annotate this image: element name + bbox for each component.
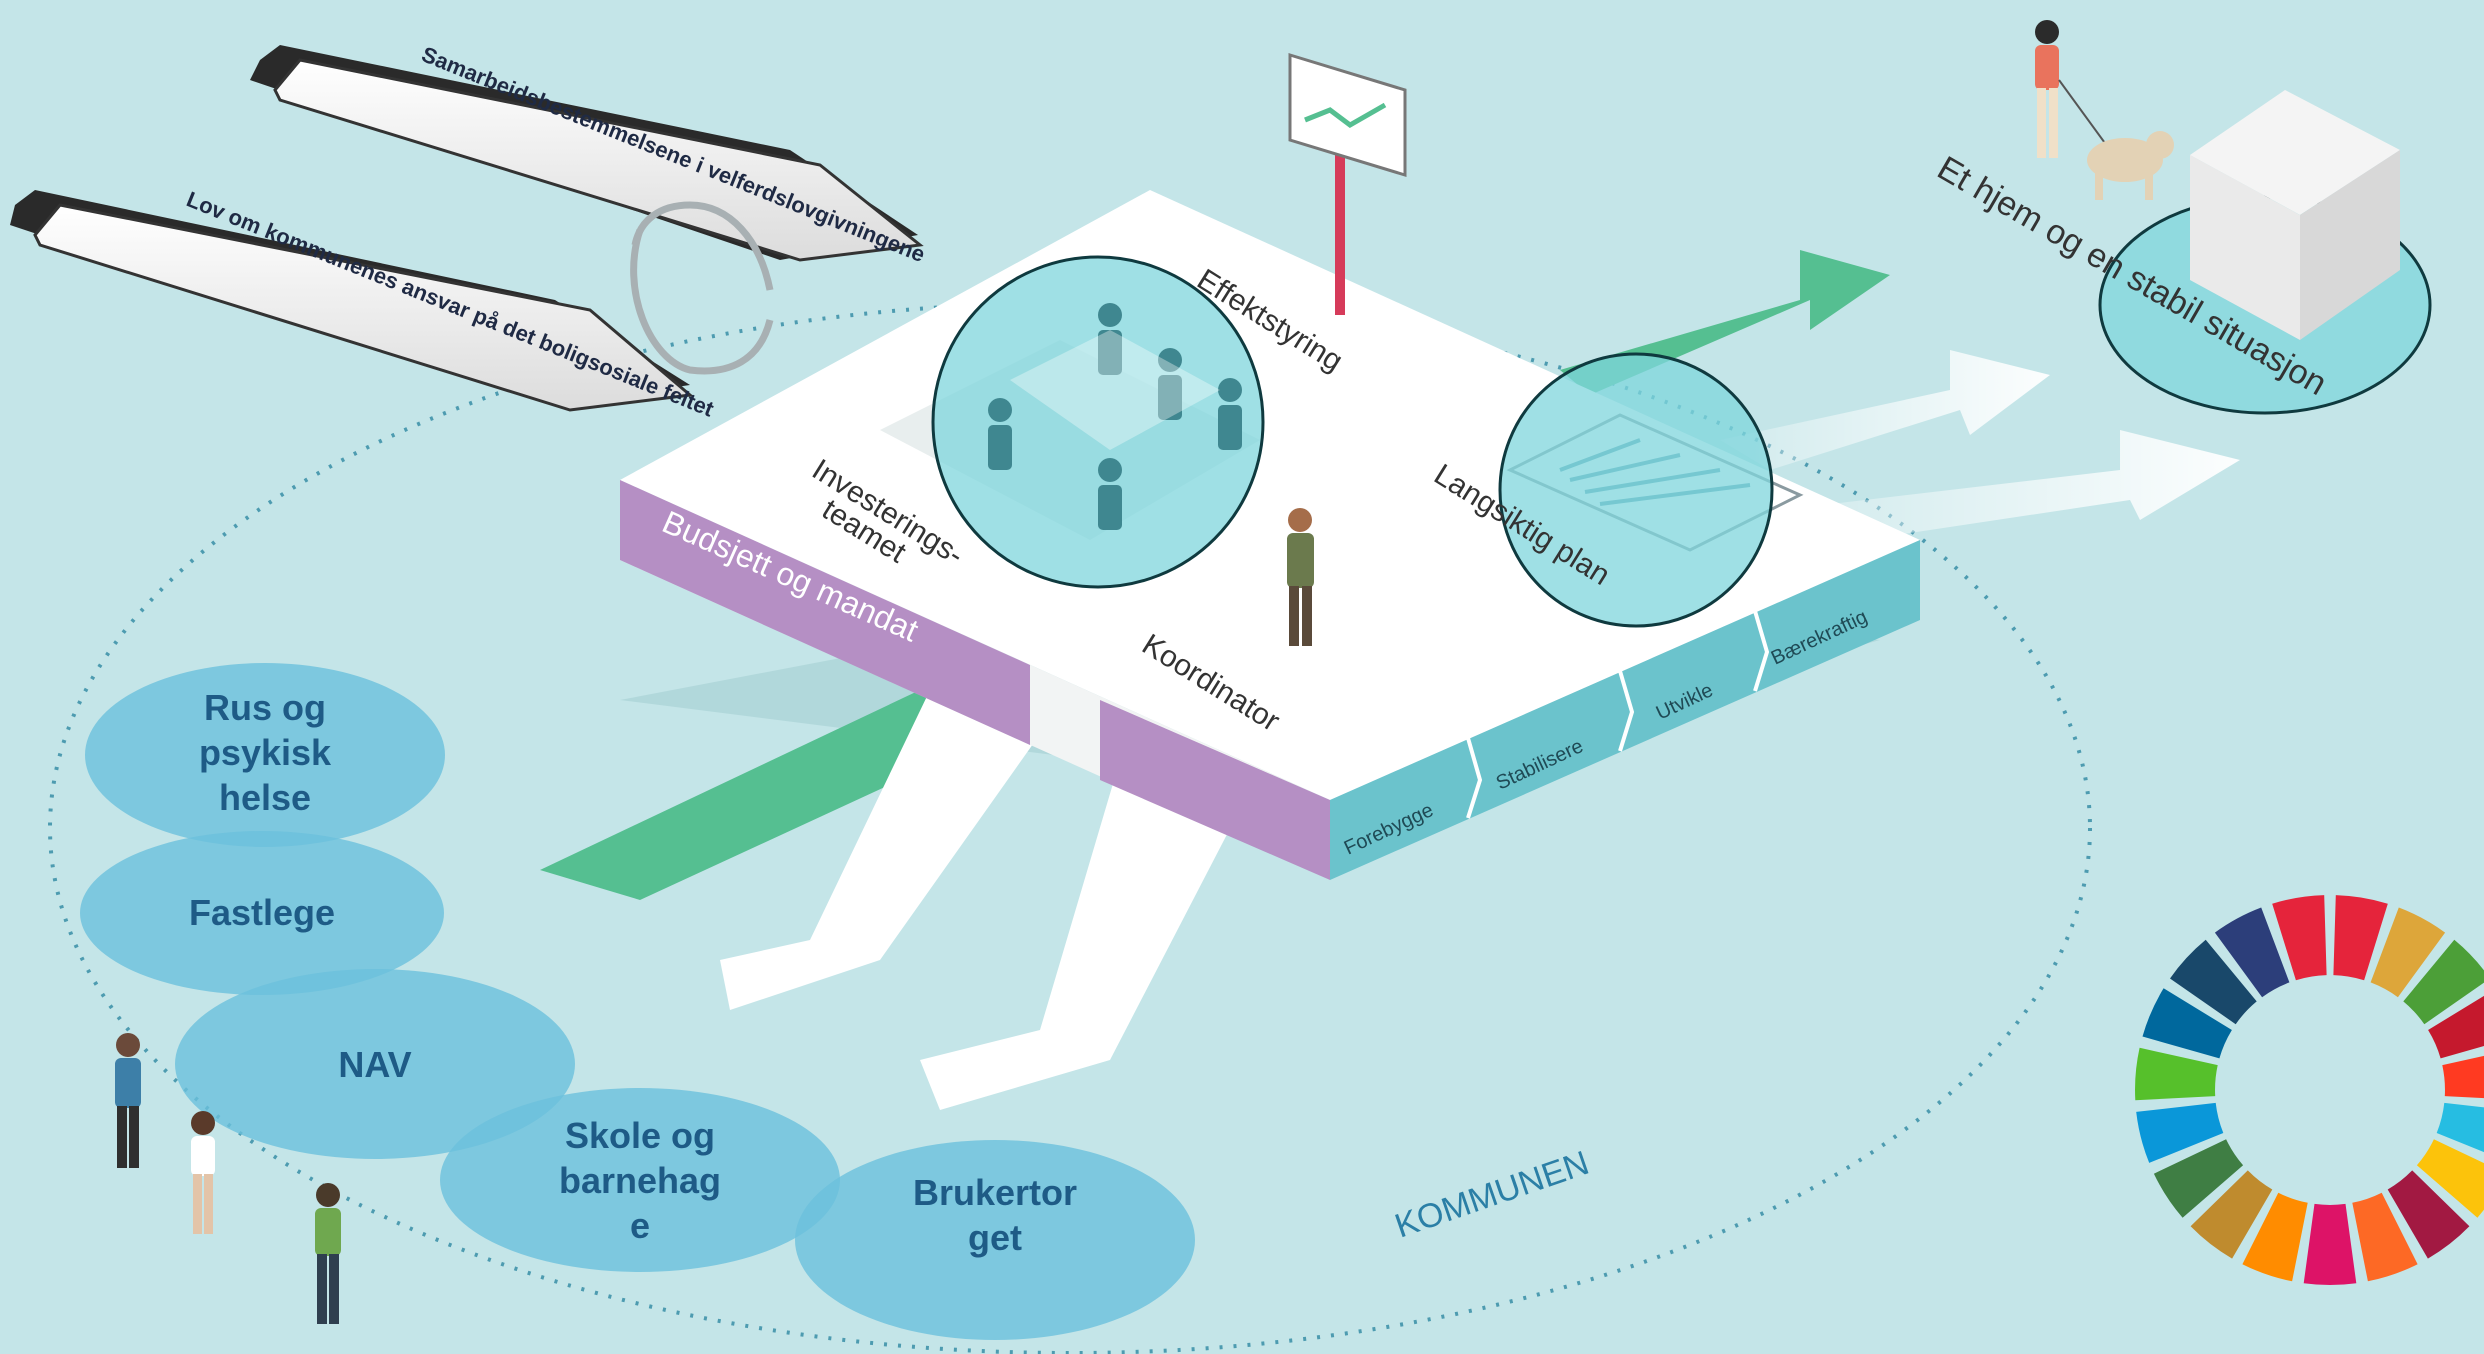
service-bubbles xyxy=(80,663,1195,1340)
bubble-brukertorget-line2: get xyxy=(968,1217,1022,1258)
residents-icon xyxy=(115,1033,341,1324)
bubble-skole-line3: e xyxy=(630,1205,650,1246)
bubble-rus-line3: helse xyxy=(219,777,311,818)
sdg-segment xyxy=(2333,895,2388,981)
sdg-segment xyxy=(2442,1055,2484,1099)
sdg-segment xyxy=(2214,907,2290,998)
highlight-circle-plan xyxy=(1498,352,1774,628)
bubble-fastlege xyxy=(80,831,444,995)
sdg-segment xyxy=(2436,1102,2484,1153)
bubble-skole-line2: barnehag xyxy=(559,1160,721,1201)
sdg-segment xyxy=(2370,907,2446,998)
ramp-right xyxy=(920,760,1250,1110)
step-chevrons xyxy=(1466,610,1770,819)
white-arrow-lower xyxy=(1780,430,2240,545)
sdg-wheel-icon xyxy=(2135,895,2484,1285)
person-with-dog-icon xyxy=(2035,20,2174,200)
coordinator-person-icon xyxy=(1287,508,1314,646)
sdg-segment xyxy=(2190,1170,2273,1259)
sdg-segment xyxy=(2135,1047,2218,1101)
people-icon xyxy=(988,303,1242,530)
bubble-brukertorget xyxy=(795,1140,1195,1340)
sign-top xyxy=(250,45,924,262)
bubble-skole-line1: Skole og xyxy=(565,1115,715,1156)
bubble-rus-line2: psykisk xyxy=(199,732,332,773)
sdg-segment xyxy=(2142,988,2232,1059)
sdg-segment xyxy=(2136,1102,2224,1163)
cycle-arrows-icon xyxy=(630,201,774,375)
sdg-segment xyxy=(2352,1192,2418,1282)
budsjett-side xyxy=(620,480,1030,745)
bubble-brukertorget-line1: Brukertor xyxy=(913,1172,1077,1213)
sdg-segment xyxy=(2403,939,2484,1025)
white-arrow-upper xyxy=(1720,350,2050,470)
kommune-boundary xyxy=(48,301,2092,1354)
sign-bottom xyxy=(10,190,694,412)
sdg-segment xyxy=(2170,939,2257,1025)
ramp-left xyxy=(720,690,1050,1010)
sdg-segment xyxy=(2303,1203,2357,1285)
chart-signpost-icon xyxy=(1288,52,1407,315)
sdg-segment xyxy=(2153,1139,2244,1218)
bubble-nav xyxy=(175,969,575,1159)
bubble-rus xyxy=(85,663,445,847)
bubble-rus-line1: Rus og xyxy=(204,687,326,728)
house-icon xyxy=(2190,90,2400,340)
sdg-segment xyxy=(2272,895,2327,981)
steps-side xyxy=(1330,540,1920,880)
sdg-segment xyxy=(2428,995,2484,1059)
bubble-skole xyxy=(440,1088,840,1272)
highlight-circle-meeting xyxy=(931,255,1265,589)
budsjett-side-lower xyxy=(1100,700,1330,880)
sdg-segment xyxy=(2242,1192,2308,1282)
sdg-segment xyxy=(2416,1139,2484,1218)
platform-top xyxy=(620,190,1920,800)
sdg-segment xyxy=(2387,1170,2470,1259)
bubble-fastlege-label: Fastlege xyxy=(189,892,335,933)
bubble-nav-label: NAV xyxy=(338,1044,411,1085)
kommunen-label: KOMMUNEN xyxy=(1390,1144,1593,1246)
